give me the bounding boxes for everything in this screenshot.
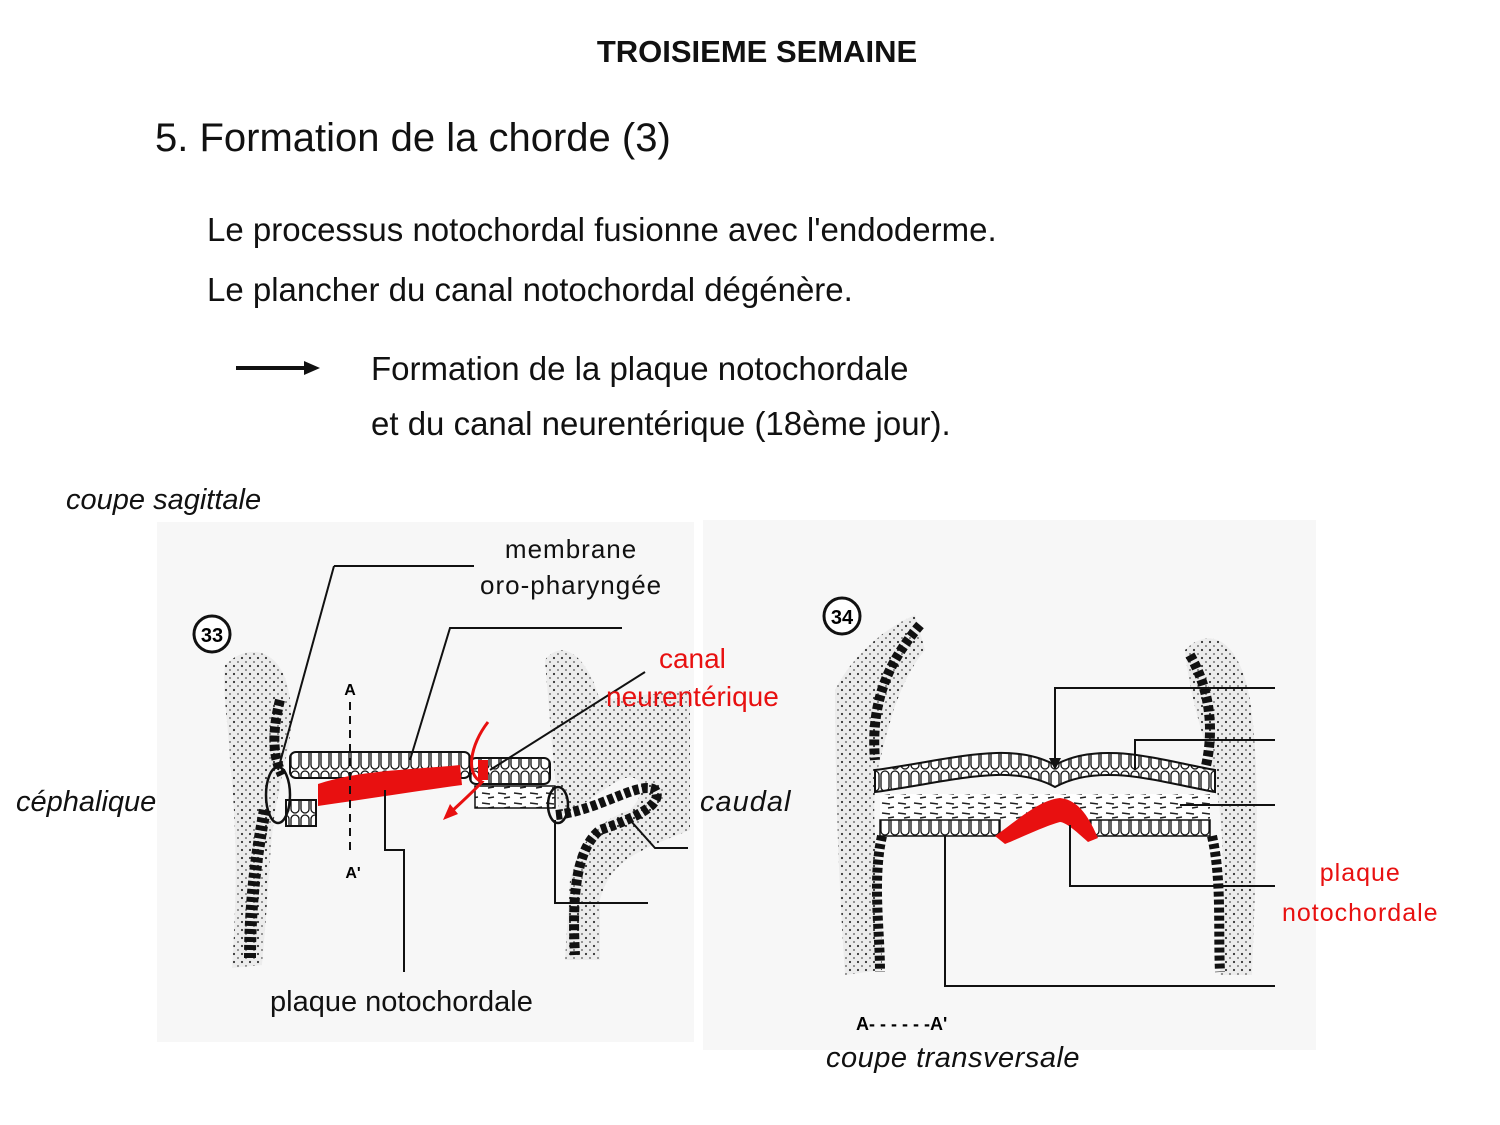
body-line-2: Le plancher du canal notochordal dégénèr…	[207, 271, 853, 308]
result-line-1: Formation de la plaque notochordale	[371, 350, 909, 387]
label-caudal: caudal	[700, 786, 792, 818]
slide-header: TROISIEME SEMAINE	[596, 34, 918, 69]
curved-arrow-icon	[446, 721, 490, 817]
label-coupe-sagittale: coupe sagittale	[66, 484, 262, 516]
label-membrane-oro-pharyngee: membrane oro-pharyngée	[480, 534, 663, 600]
label-canal-neurenterique: canal neurentérique	[606, 643, 779, 712]
section-mark-a-prime: A'	[345, 865, 360, 882]
section-marks-34: A- - - - - -A'	[856, 1014, 947, 1034]
section-mark-a: A	[344, 682, 356, 699]
result-line-2: et du canal neurentérique (18ème jour).	[371, 405, 951, 442]
label-coupe-transversale: coupe transversale	[826, 1042, 1081, 1074]
label-plaque-notochordale-33: plaque notochordale	[270, 986, 533, 1018]
figure-34-number: 34	[831, 607, 854, 629]
right-arrow-icon	[236, 358, 320, 383]
label-cephalique: céphalique	[16, 786, 157, 818]
figure-33-drawing: 33 A A'	[192, 565, 690, 972]
figure-34-drawing: 34 A- - - - - -A'	[822, 596, 1275, 1034]
label-plaque-notochordale-34: plaque notochordale	[1282, 859, 1439, 927]
figure-33-number: 33	[201, 625, 223, 647]
slide-title: 5. Formation de la chorde (3)	[155, 116, 671, 160]
body-line-1: Le processus notochordal fusionne avec l…	[207, 211, 997, 248]
